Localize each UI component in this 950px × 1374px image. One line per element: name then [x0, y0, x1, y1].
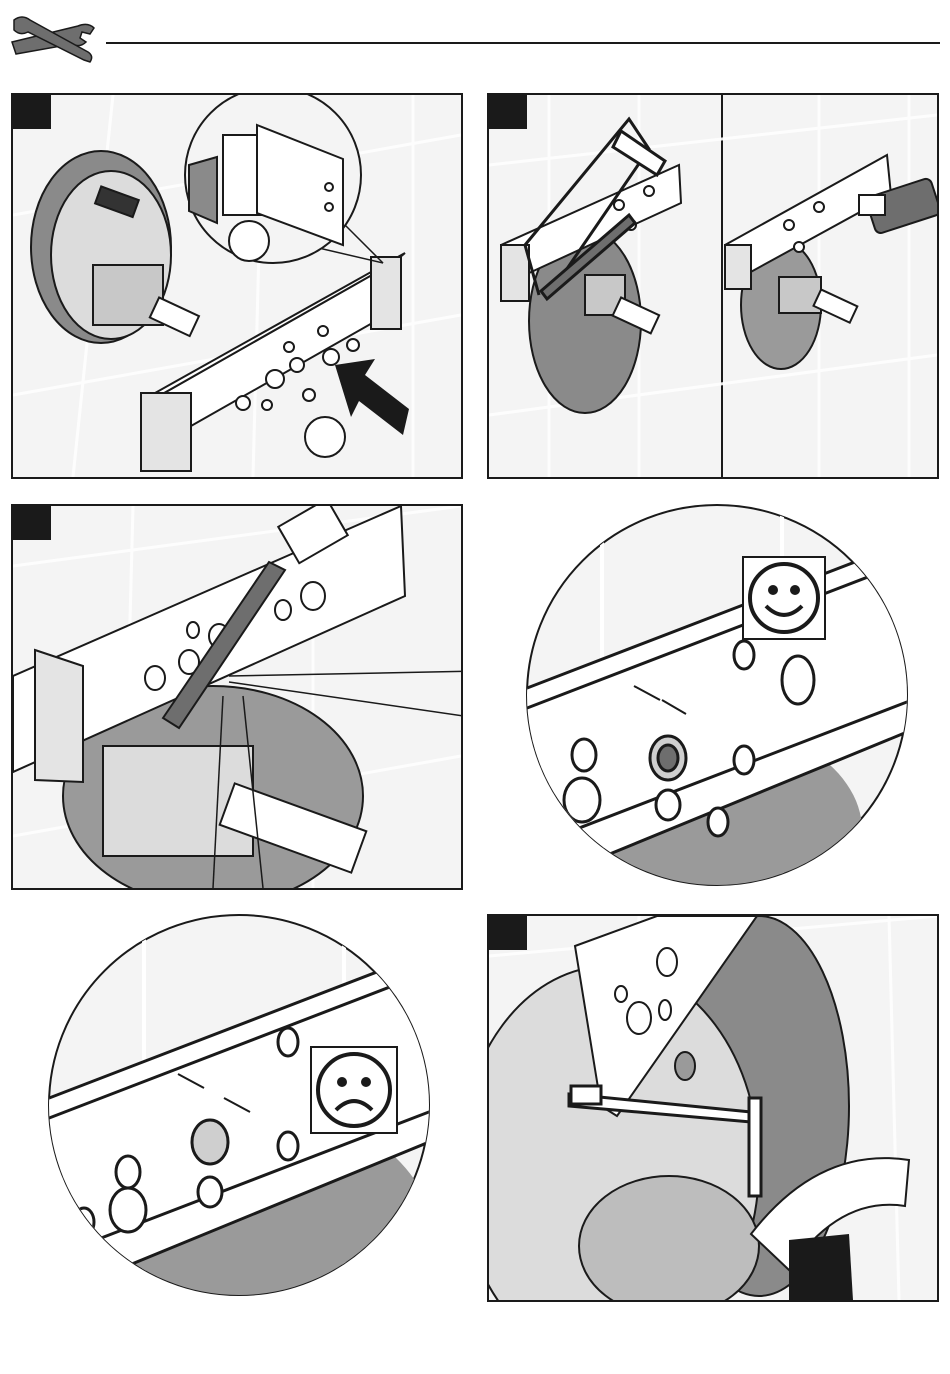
zoom-detail-bad — [44, 910, 434, 1300]
step-2-panel — [487, 93, 939, 479]
arrow-icon — [335, 359, 409, 435]
step-1-illustration — [13, 95, 461, 477]
zoom-detail-good — [522, 500, 912, 890]
step-2-illustration — [489, 95, 937, 477]
smiley-happy-box — [742, 556, 826, 640]
smiley-sad-box — [310, 1046, 398, 1134]
step-4-panel — [487, 914, 939, 1302]
header-rule — [106, 42, 940, 44]
header — [0, 0, 950, 70]
step-1-panel — [11, 93, 463, 479]
smiley-happy-icon — [744, 558, 824, 638]
step-3-panel — [11, 504, 463, 890]
step-4-illustration — [489, 916, 937, 1300]
step-3-illustration — [13, 506, 461, 888]
tools-icon — [8, 12, 98, 64]
smiley-sad-icon — [312, 1048, 396, 1132]
